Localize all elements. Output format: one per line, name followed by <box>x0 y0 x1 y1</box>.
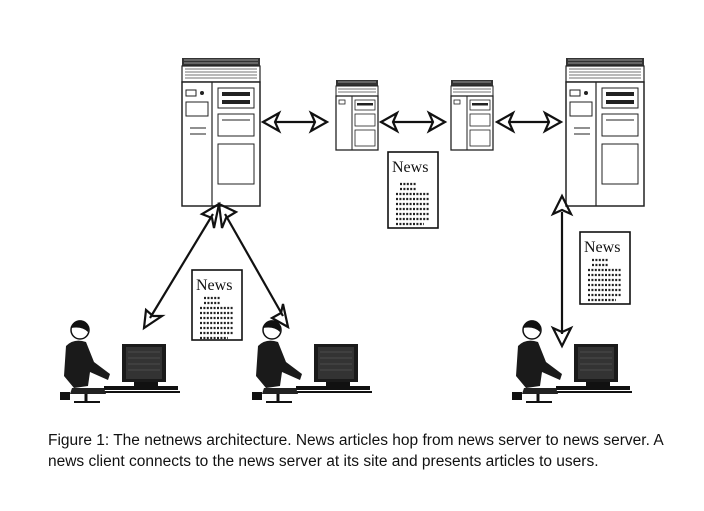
news-sheet-left: News <box>191 269 243 341</box>
small-server-right <box>450 79 494 151</box>
news-sheet-center: News <box>387 151 439 229</box>
svg-text:News: News <box>392 159 428 176</box>
server-link-arrow-3 <box>495 111 563 133</box>
small-server-left <box>335 79 379 151</box>
large-server-left <box>181 57 261 207</box>
client-arrow-right <box>550 193 574 349</box>
user-right <box>510 318 634 404</box>
server-link-arrow-1 <box>261 111 329 133</box>
user-left <box>58 318 182 404</box>
client-arrow-middle <box>217 202 290 330</box>
svg-text:News: News <box>584 239 620 256</box>
figure-caption: Figure 1: The netnews architecture. News… <box>48 432 663 470</box>
svg-text:News: News <box>196 277 232 294</box>
large-server-right <box>565 57 645 207</box>
user-middle <box>250 318 374 404</box>
client-arrow-left <box>142 201 221 331</box>
news-sheet-right: News <box>579 231 631 305</box>
server-link-arrow-2 <box>379 111 447 133</box>
